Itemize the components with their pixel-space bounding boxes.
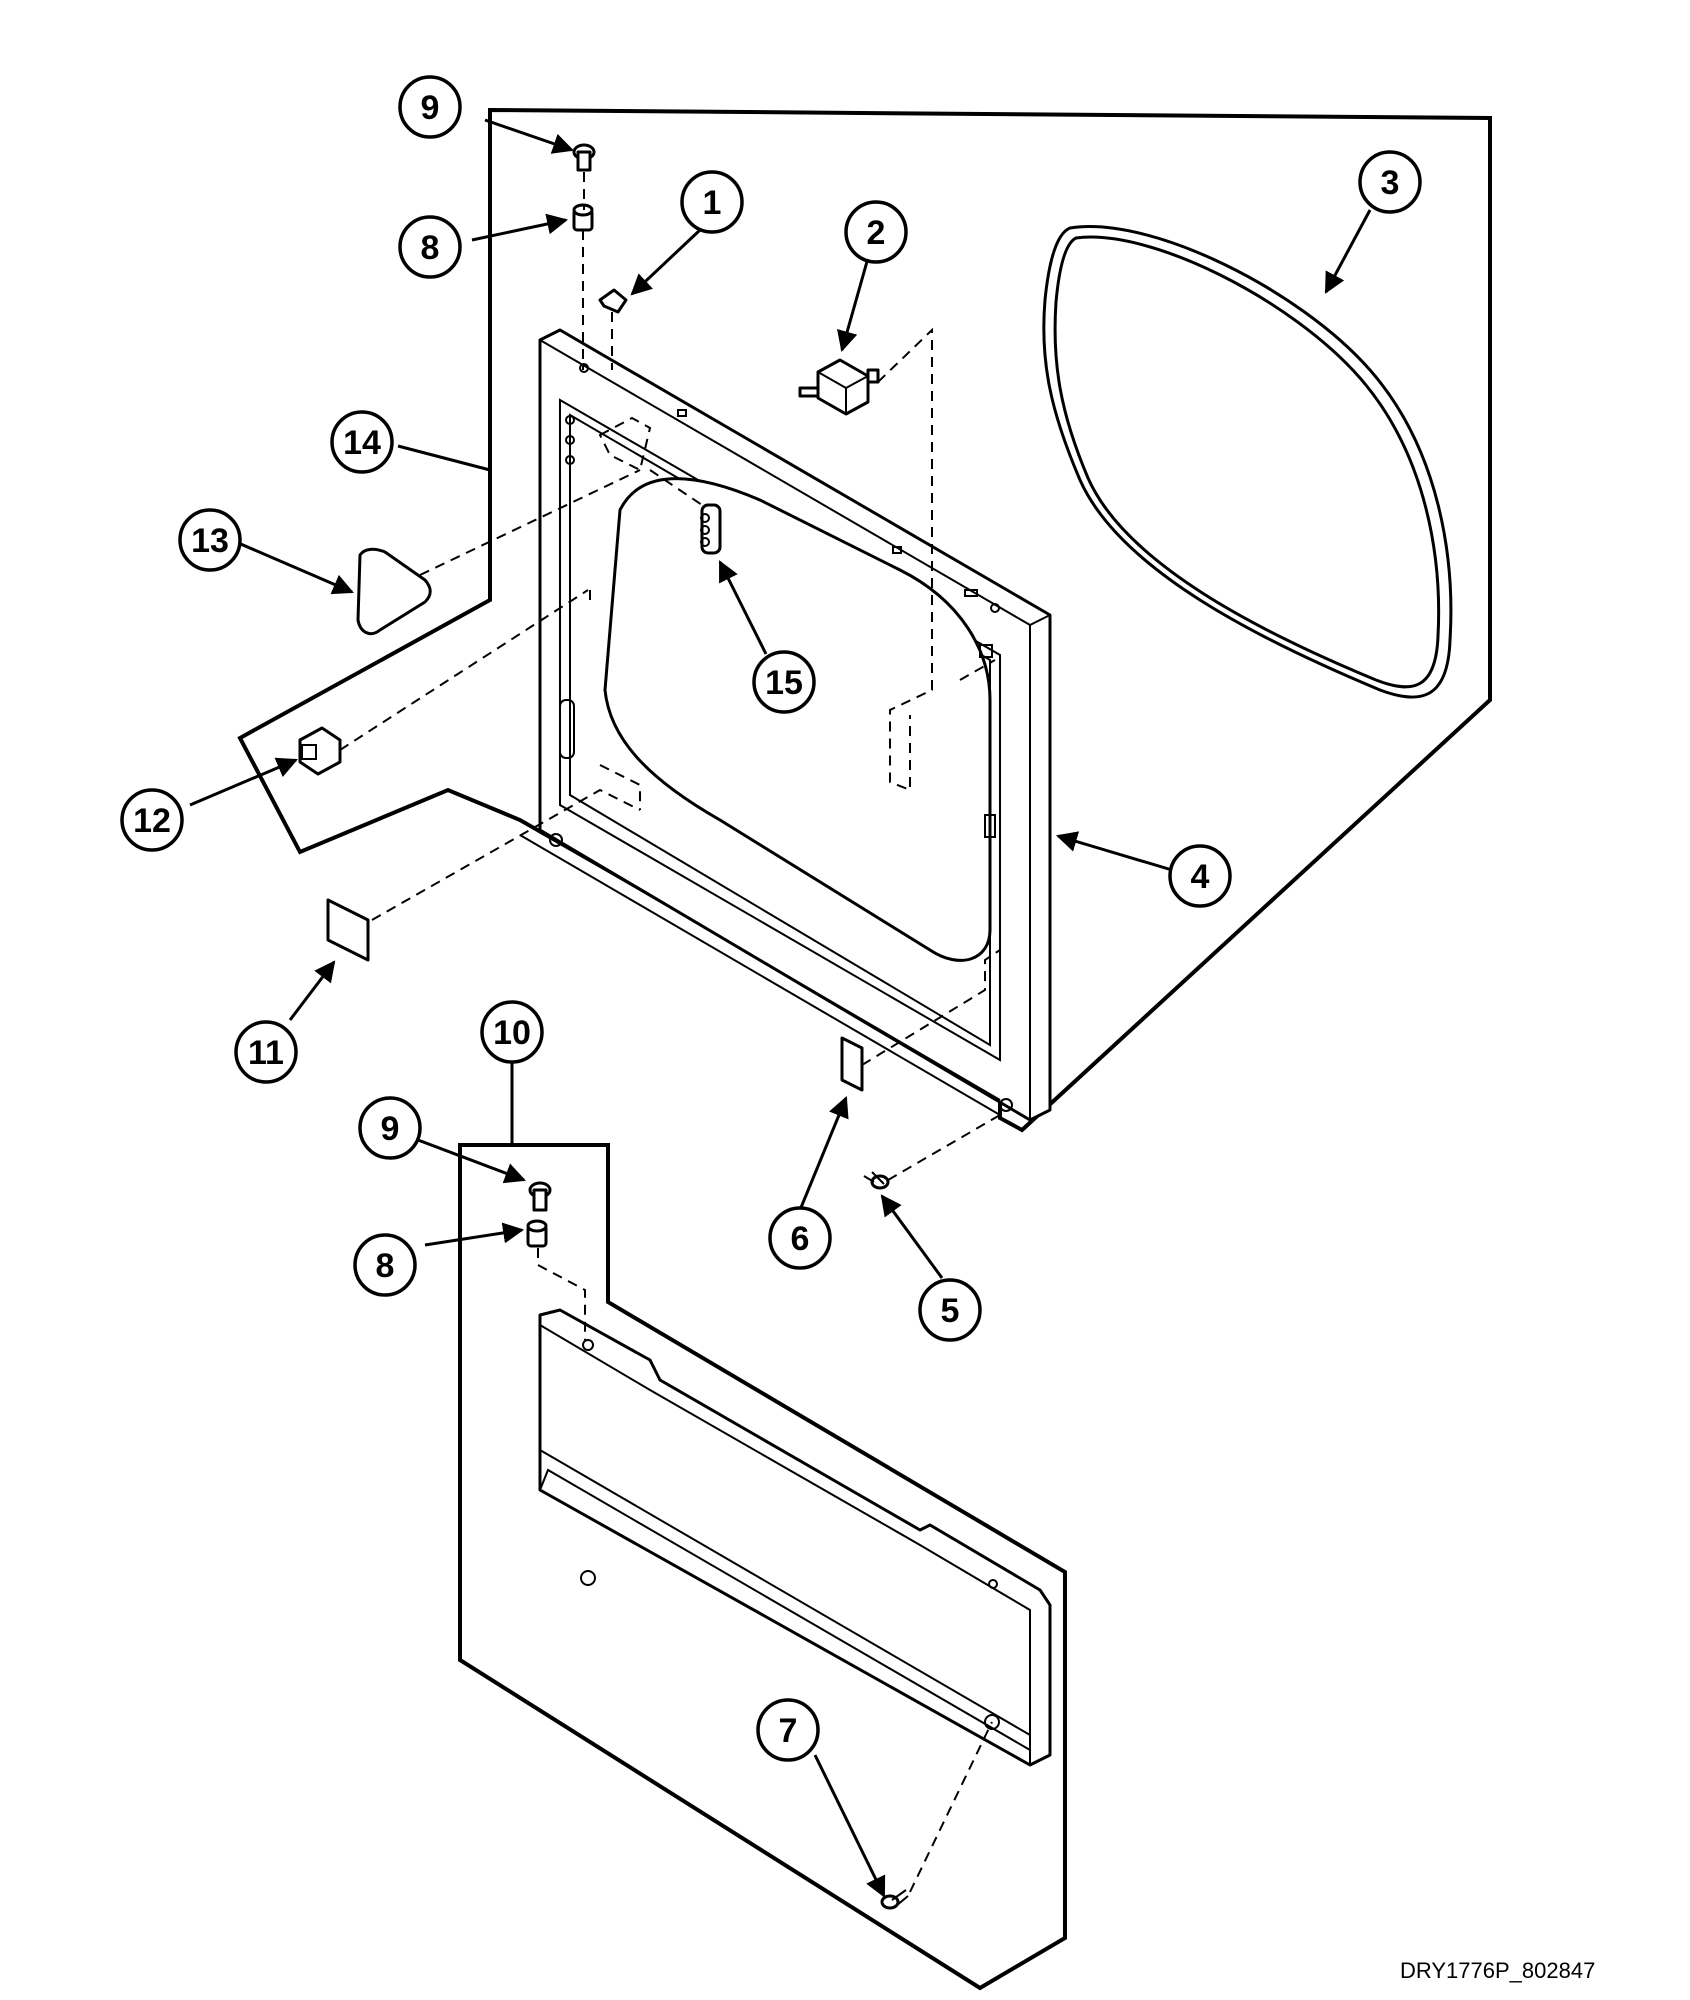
assembly-lines-upper xyxy=(339,172,1001,1181)
label-6 xyxy=(840,1036,864,1092)
callout-11: 11 xyxy=(234,1020,298,1084)
callout-5: 5 xyxy=(918,1278,982,1342)
callout-9-bottom: 9 xyxy=(358,1096,422,1160)
callout-6-label: 6 xyxy=(791,1220,810,1258)
callout-4: 4 xyxy=(1168,844,1232,908)
callout-3-label: 3 xyxy=(1381,164,1400,202)
callout-10: 10 xyxy=(480,1000,544,1064)
callout-11-label: 11 xyxy=(248,1034,284,1072)
callout-15-label: 15 xyxy=(765,664,803,702)
leader-lines xyxy=(189,118,1372,1898)
screw-5 xyxy=(863,1171,890,1190)
callout-4-label: 4 xyxy=(1191,858,1210,896)
label-11 xyxy=(326,898,370,962)
door-switch xyxy=(798,358,880,416)
door-gasket xyxy=(1042,225,1453,699)
callout-14-label: 14 xyxy=(343,424,381,462)
callout-12-label: 12 xyxy=(133,802,171,840)
latch-part xyxy=(298,726,342,776)
spacer-bottom xyxy=(526,1219,548,1248)
callout-7-label: 7 xyxy=(779,1712,798,1750)
callout-14: 14 xyxy=(330,410,394,474)
drawing-code: DRY1776P_802847 xyxy=(1400,1958,1596,1983)
kick-panel xyxy=(538,1308,1052,1767)
callout-13: 13 xyxy=(178,508,242,572)
callout-9-top: 9 xyxy=(398,75,462,139)
callout-8-bottom: 8 xyxy=(353,1233,417,1297)
callout-8-top-label: 8 xyxy=(421,229,440,267)
callout-8-top: 8 xyxy=(398,215,462,279)
callout-13-label: 13 xyxy=(191,522,229,560)
lower-assembly-outline xyxy=(458,1143,1067,1991)
callout-7: 7 xyxy=(756,1698,820,1762)
clip-part xyxy=(598,288,628,314)
callout-6: 6 xyxy=(768,1206,832,1270)
screw-bottom xyxy=(528,1181,552,1212)
screw-7 xyxy=(880,1889,909,1910)
door-opening xyxy=(603,477,992,962)
triangle-label xyxy=(356,547,432,636)
door-strike xyxy=(700,503,722,555)
callout-2: 2 xyxy=(844,200,908,264)
front-panel xyxy=(519,328,1052,1122)
callout-10-label: 10 xyxy=(493,1014,531,1052)
callout-1: 1 xyxy=(680,170,744,234)
callout-2-label: 2 xyxy=(867,214,886,252)
callout-1-label: 1 xyxy=(703,184,722,222)
callout-15: 15 xyxy=(752,650,816,714)
callout-3: 3 xyxy=(1358,150,1422,214)
callout-9-top-label: 9 xyxy=(421,89,440,127)
callout-12: 12 xyxy=(120,788,184,852)
screw-top xyxy=(572,143,596,172)
callout-5-label: 5 xyxy=(941,1292,960,1330)
assembly-lines-lower xyxy=(537,1248,993,1893)
callout-9-bottom-label: 9 xyxy=(381,1110,400,1148)
callout-8-bottom-label: 8 xyxy=(376,1247,395,1285)
